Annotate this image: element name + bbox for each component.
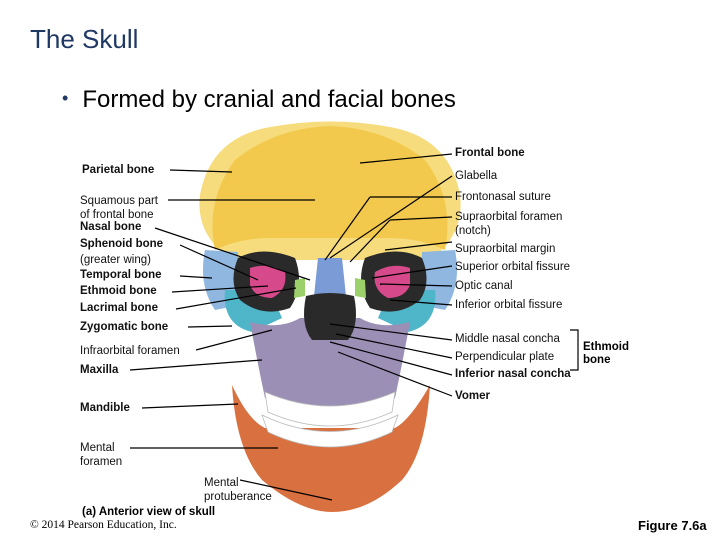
label-glabella: Glabella xyxy=(455,170,498,182)
label-mandible: Mandible xyxy=(80,402,130,414)
label-lacrimal-bone: Lacrimal bone xyxy=(80,302,158,314)
label-frontal-bone: Frontal bone xyxy=(455,147,525,159)
nasal-cavity xyxy=(304,293,356,340)
slide-title: The Skull xyxy=(30,24,139,54)
label-supraorbital-foramen: Supraorbital foramen (notch) xyxy=(455,211,563,237)
label-vomer: Vomer xyxy=(455,390,490,402)
lower-teeth xyxy=(261,414,399,448)
label-mental-protuberance: Mental protuberance xyxy=(204,477,272,503)
label-maxilla: Maxilla xyxy=(80,364,119,376)
copyright: © 2014 Pearson Education, Inc. xyxy=(30,519,177,531)
label-frontonasal-suture: Frontonasal suture xyxy=(455,191,551,203)
lacrimal-right xyxy=(355,278,366,298)
label-optic-canal: Optic canal xyxy=(455,280,513,292)
label-middle-nasal-concha: Middle nasal concha xyxy=(455,333,560,345)
label-squamous-part: Squamous part of frontal bone xyxy=(80,195,158,221)
label-nasal-bone: Nasal bone xyxy=(80,221,142,233)
figure-number: Figure 7.6a xyxy=(638,518,707,533)
label-infraorbital-foramen: Infraorbital foramen xyxy=(80,345,180,357)
leader-lines xyxy=(129,153,579,501)
label-parietal-bone: Parietal bone xyxy=(82,164,155,176)
label-ethmoid-bracket: Ethmoid bone xyxy=(583,341,629,366)
upper-teeth xyxy=(264,391,396,427)
label-inferior-nasal-concha: Inferior nasal concha xyxy=(455,368,571,380)
bullet-dot-icon: • xyxy=(62,88,69,108)
label-zygomatic-bone: Zygomatic bone xyxy=(80,321,169,333)
label-sphenoid-bone: Sphenoid bone xyxy=(80,238,164,250)
label-ethmoid-bone-left: Ethmoid bone xyxy=(80,285,157,297)
bullet-point: • Formed by cranial and facial bones xyxy=(62,86,456,114)
bullet-text: Formed by cranial and facial bones xyxy=(82,86,456,113)
figure-caption: (a) Anterior view of skull xyxy=(82,506,216,518)
label-mental-foramen: Mental foramen xyxy=(80,442,123,468)
mandible-shape xyxy=(232,385,430,512)
label-greater-wing: (greater wing) xyxy=(80,254,151,266)
label-perpendicular-plate: Perpendicular plate xyxy=(455,351,555,363)
label-temporal-bone: Temporal bone xyxy=(80,269,162,281)
label-inferior-orbital-fissure: Inferior orbital fissure xyxy=(455,299,563,311)
nasal-shape xyxy=(314,258,346,296)
label-superior-orbital-fissure: Superior orbital fissure xyxy=(455,261,571,273)
lacrimal-left xyxy=(294,278,305,298)
sphenoid-left xyxy=(250,265,286,298)
label-supraorbital-margin: Supraorbital margin xyxy=(455,243,556,255)
